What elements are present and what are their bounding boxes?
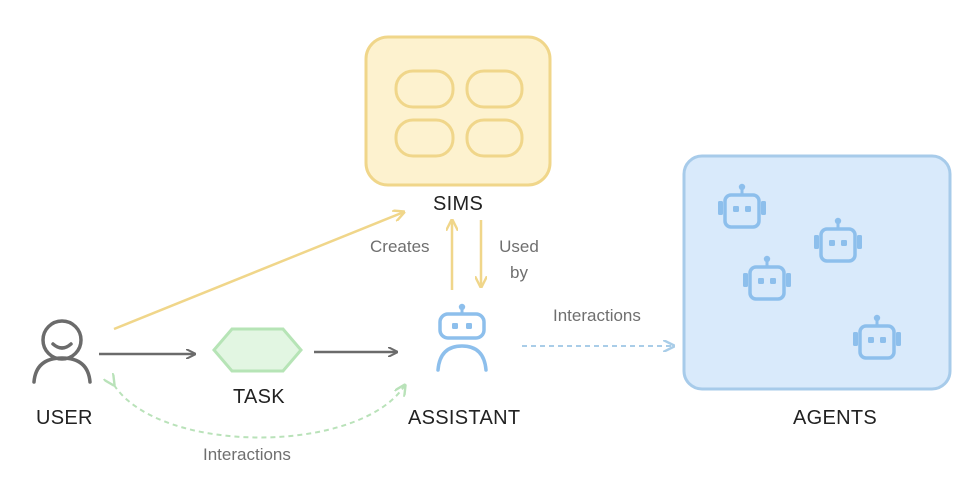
task-label: TASK [233,386,285,408]
agents-interactions-label: Interactions [553,306,641,325]
agents-label: AGENTS [793,407,878,429]
user-label: USER [36,407,93,429]
used-by-label-line2: by [510,263,528,282]
hexagon-icon [212,327,303,373]
assistant-robot-icon [436,303,488,372]
used-by-label: Used by [495,237,543,283]
assistant-label: ASSISTANT [408,407,521,429]
grid-icon [394,69,524,158]
user-to-sims-arrow [113,212,404,331]
used-by-label-line1: Used [499,237,539,256]
sims-label: SIMS [433,193,484,215]
agents-node [682,154,952,391]
creates-label: Creates [370,237,430,256]
user-interactions-label: Interactions [203,445,291,464]
person-icon [32,319,92,384]
sims-node [364,35,552,187]
